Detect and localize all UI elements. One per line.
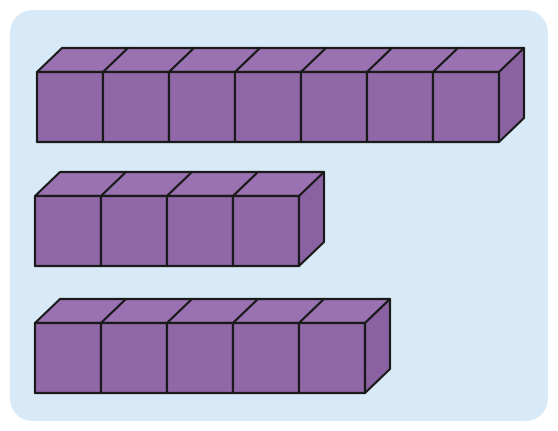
cube-front-face: [169, 72, 235, 142]
cube-front-face: [35, 196, 101, 266]
cube: [233, 172, 324, 266]
cube-front-face: [37, 72, 103, 142]
cube-rows-diagram: [10, 10, 548, 421]
cube-front-face: [233, 323, 299, 393]
cube-front-face: [301, 72, 367, 142]
cube: [299, 299, 390, 393]
cube-front-face: [367, 72, 433, 142]
cube-row-2: [35, 172, 324, 266]
cube-front-face: [167, 323, 233, 393]
diagram-panel: [10, 10, 548, 421]
cube: [433, 48, 524, 142]
cube-front-face: [433, 72, 499, 142]
cube-front-face: [299, 323, 365, 393]
cube-front-face: [167, 196, 233, 266]
cube-front-face: [101, 323, 167, 393]
cube-front-face: [103, 72, 169, 142]
cube-row-3: [35, 299, 390, 393]
cube-front-face: [101, 196, 167, 266]
cube-front-face: [235, 72, 301, 142]
cube-front-face: [233, 196, 299, 266]
cube-row-1: [37, 48, 524, 142]
cube-front-face: [35, 323, 101, 393]
